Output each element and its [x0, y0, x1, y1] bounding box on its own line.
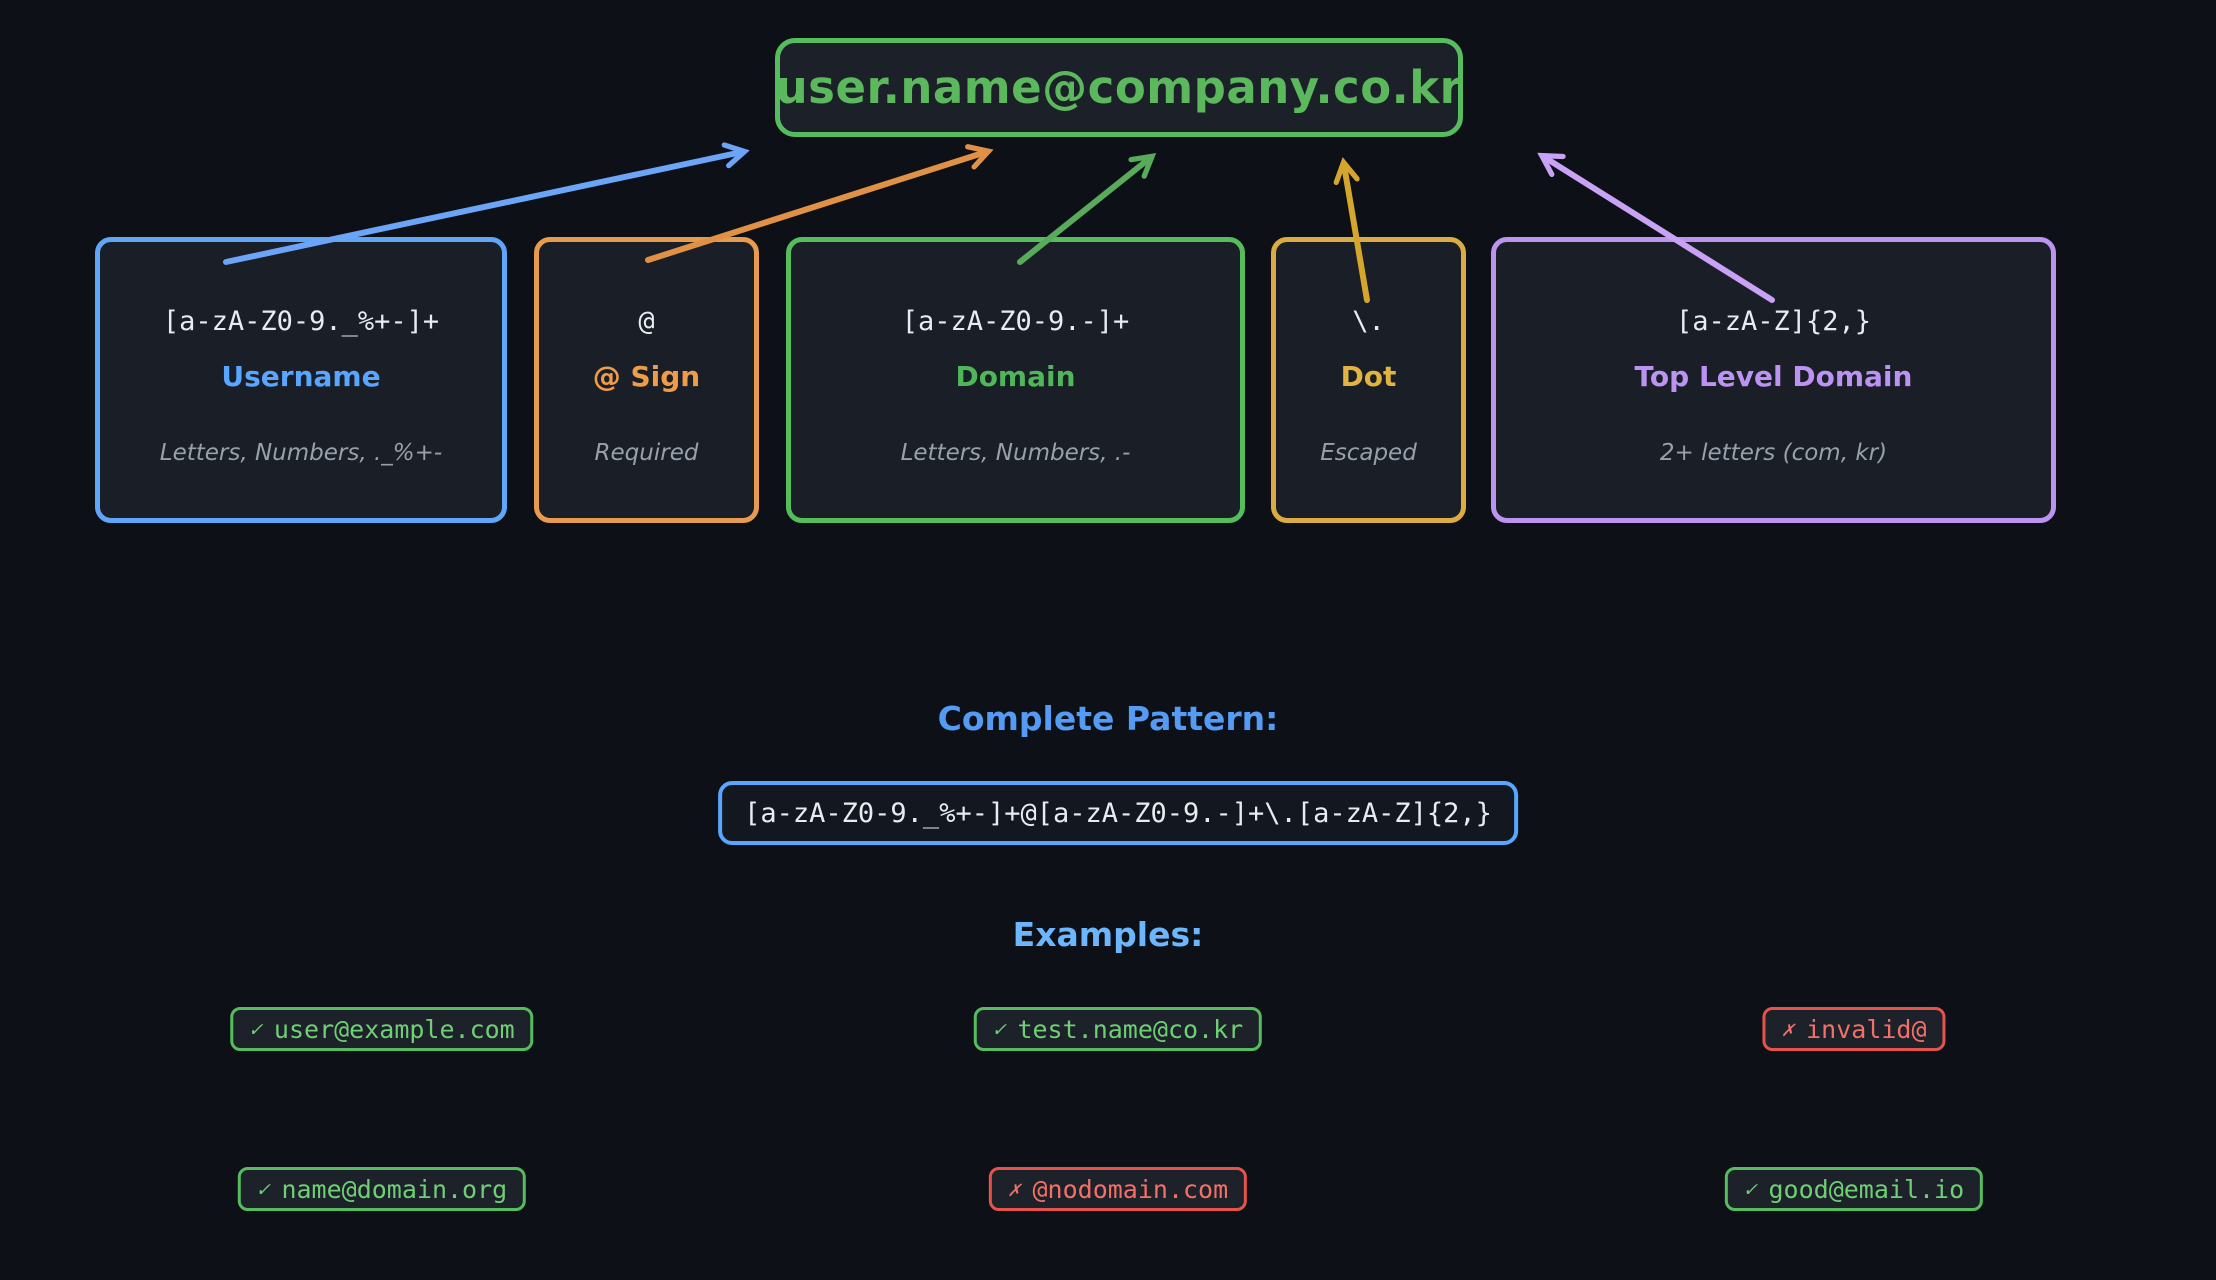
component-note: 2+ letters (com, kr) — [1659, 440, 1888, 466]
invalid-icon: ✗ — [1007, 1177, 1021, 1201]
component-box-dot: \. Dot Escaped — [1271, 237, 1466, 523]
component-label: Username — [221, 360, 381, 393]
component-box-username: [a-zA-Z0-9._%+-]+ Username Letters, Numb… — [95, 237, 507, 523]
component-pattern: \. — [1352, 306, 1385, 337]
valid-icon: ✓ — [249, 1017, 262, 1041]
complete-pattern-box: [a-zA-Z0-9._%+-]+@[a-zA-Z0-9.-]+\.[a-zA-… — [718, 781, 1518, 845]
example-text: good@email.io — [1768, 1174, 1965, 1204]
example-text: test.name@co.kr — [1017, 1014, 1244, 1044]
example-text: user@example.com — [273, 1014, 515, 1044]
valid-icon: ✓ — [1743, 1177, 1757, 1201]
email-example-text: user.name@company.co.kr — [775, 61, 1463, 114]
component-pattern: [a-zA-Z0-9._%+-]+ — [162, 306, 440, 337]
example-chip-invalid: ✗ invalid@ — [1762, 1007, 1946, 1051]
component-note: Escaped — [1320, 440, 1417, 466]
component-pattern: [a-zA-Z0-9.-]+ — [901, 306, 1130, 337]
valid-icon: ✓ — [256, 1177, 270, 1201]
examples-heading: Examples: — [1012, 915, 1204, 954]
component-box-at-sign: @ @ Sign Required — [534, 237, 759, 523]
example-chip-valid: ✓ test.name@co.kr — [973, 1007, 1263, 1051]
component-label: Dot — [1340, 360, 1397, 393]
component-note: Letters, Numbers, .- — [900, 440, 1131, 466]
component-note: Required — [594, 440, 699, 466]
email-example-box: user.name@company.co.kr — [775, 38, 1463, 137]
component-box-tld: [a-zA-Z]{2,} Top Level Domain 2+ letters… — [1491, 237, 2056, 523]
component-label: Top Level Domain — [1634, 360, 1913, 393]
example-chip-valid: ✓ name@domain.org — [237, 1167, 527, 1211]
invalid-icon: ✗ — [1781, 1017, 1795, 1041]
complete-pattern-heading: Complete Pattern: — [937, 699, 1279, 738]
example-chip-invalid: ✗ @nodomain.com — [988, 1167, 1248, 1211]
component-pattern: @ — [638, 306, 655, 337]
component-pattern: [a-zA-Z]{2,} — [1675, 306, 1872, 337]
component-note: Letters, Numbers, ._%+- — [159, 440, 443, 466]
example-text: invalid@ — [1806, 1014, 1927, 1044]
complete-pattern-text: [a-zA-Z0-9._%+-]+@[a-zA-Z0-9.-]+\.[a-zA-… — [744, 797, 1492, 829]
example-text: @nodomain.com — [1032, 1174, 1229, 1204]
component-label: @ Sign — [592, 360, 701, 393]
component-label: Domain — [955, 360, 1076, 393]
example-text: name@domain.org — [281, 1174, 508, 1204]
valid-icon: ✓ — [992, 1017, 1006, 1041]
example-chip-valid: ✓ user@example.com — [230, 1007, 534, 1051]
component-box-domain: [a-zA-Z0-9.-]+ Domain Letters, Numbers, … — [786, 237, 1245, 523]
example-chip-valid: ✓ good@email.io — [1724, 1167, 1984, 1211]
